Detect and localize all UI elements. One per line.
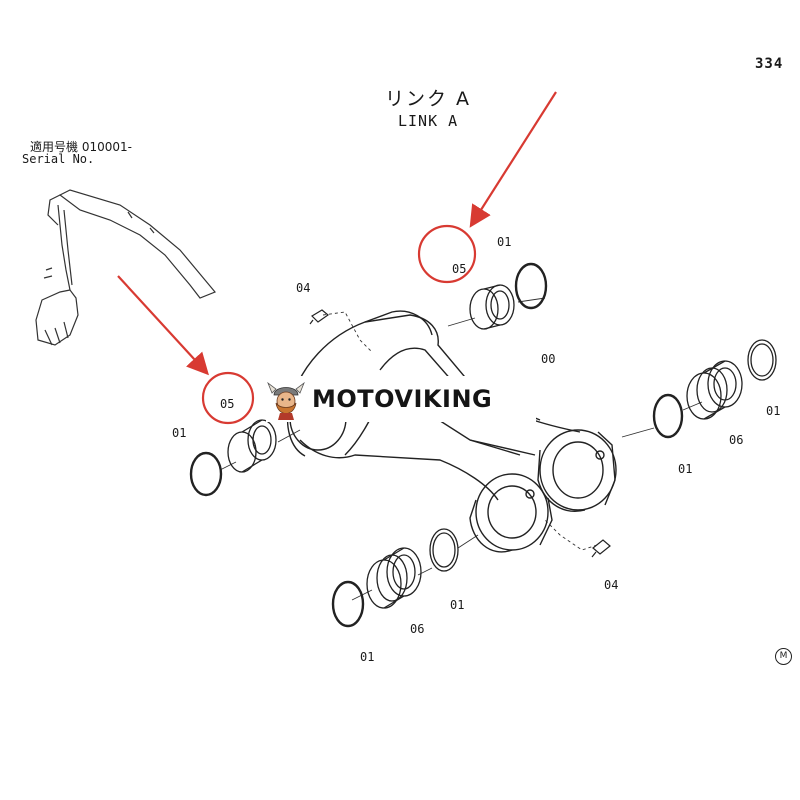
part-label-04-bottom: 04	[604, 578, 619, 592]
bushing-05-left	[227, 419, 277, 473]
guide-lines	[219, 297, 703, 601]
highlight-annotations	[117, 91, 557, 425]
part-label-05-left: 05	[220, 397, 235, 411]
seal-01-bottom	[331, 580, 365, 628]
watermark-logo: MOTOVIKING	[266, 376, 536, 422]
serial-label-japanese: 適用号機 010001-	[30, 140, 132, 154]
bushing-06-right	[686, 360, 743, 420]
part-label-01-bottom: 01	[360, 650, 375, 664]
highlight-arrow-left	[117, 275, 209, 376]
seal-01-right-far	[747, 339, 777, 381]
page-number: 334	[755, 56, 784, 72]
part-label-01-right-far: 01	[766, 404, 781, 418]
grease-fitting-bottom	[591, 539, 611, 558]
highlight-circle-left	[201, 371, 255, 425]
part-label-01-top: 01	[497, 235, 512, 249]
part-label-01-right-mid: 01	[678, 462, 693, 476]
seal-01-right-mid	[652, 393, 684, 439]
title-english: LINK A	[398, 112, 459, 130]
part-label-04-top: 04	[296, 281, 311, 295]
serial-label-english: Serial No.	[22, 152, 95, 166]
leader-lines	[322, 311, 598, 551]
seal-01-bottom-mid	[429, 528, 459, 572]
watermark-text: MOTOVIKING	[312, 385, 493, 413]
part-label-06-bottom: 06	[410, 622, 425, 636]
part-label-00: 00	[541, 352, 556, 366]
viking-mascot-icon	[267, 381, 305, 420]
excavator-thumbnail	[35, 189, 216, 346]
bushing-06-bottom	[366, 547, 422, 609]
link-a-body	[287, 310, 617, 553]
highlight-circle-top	[417, 224, 477, 284]
part-label-01-bottom-mid: 01	[450, 598, 465, 612]
highlight-arrow-top	[469, 91, 557, 228]
part-label-06-right: 06	[729, 433, 744, 447]
seal-01-top	[514, 262, 548, 310]
bushing-05-top	[469, 284, 515, 330]
title-japanese: リンク A	[385, 88, 472, 110]
part-label-01-left: 01	[172, 426, 187, 440]
seal-01-left	[189, 451, 223, 497]
registered-mark: M	[775, 648, 792, 665]
grease-fitting-top	[309, 309, 329, 325]
part-label-05-top: 05	[452, 262, 467, 276]
